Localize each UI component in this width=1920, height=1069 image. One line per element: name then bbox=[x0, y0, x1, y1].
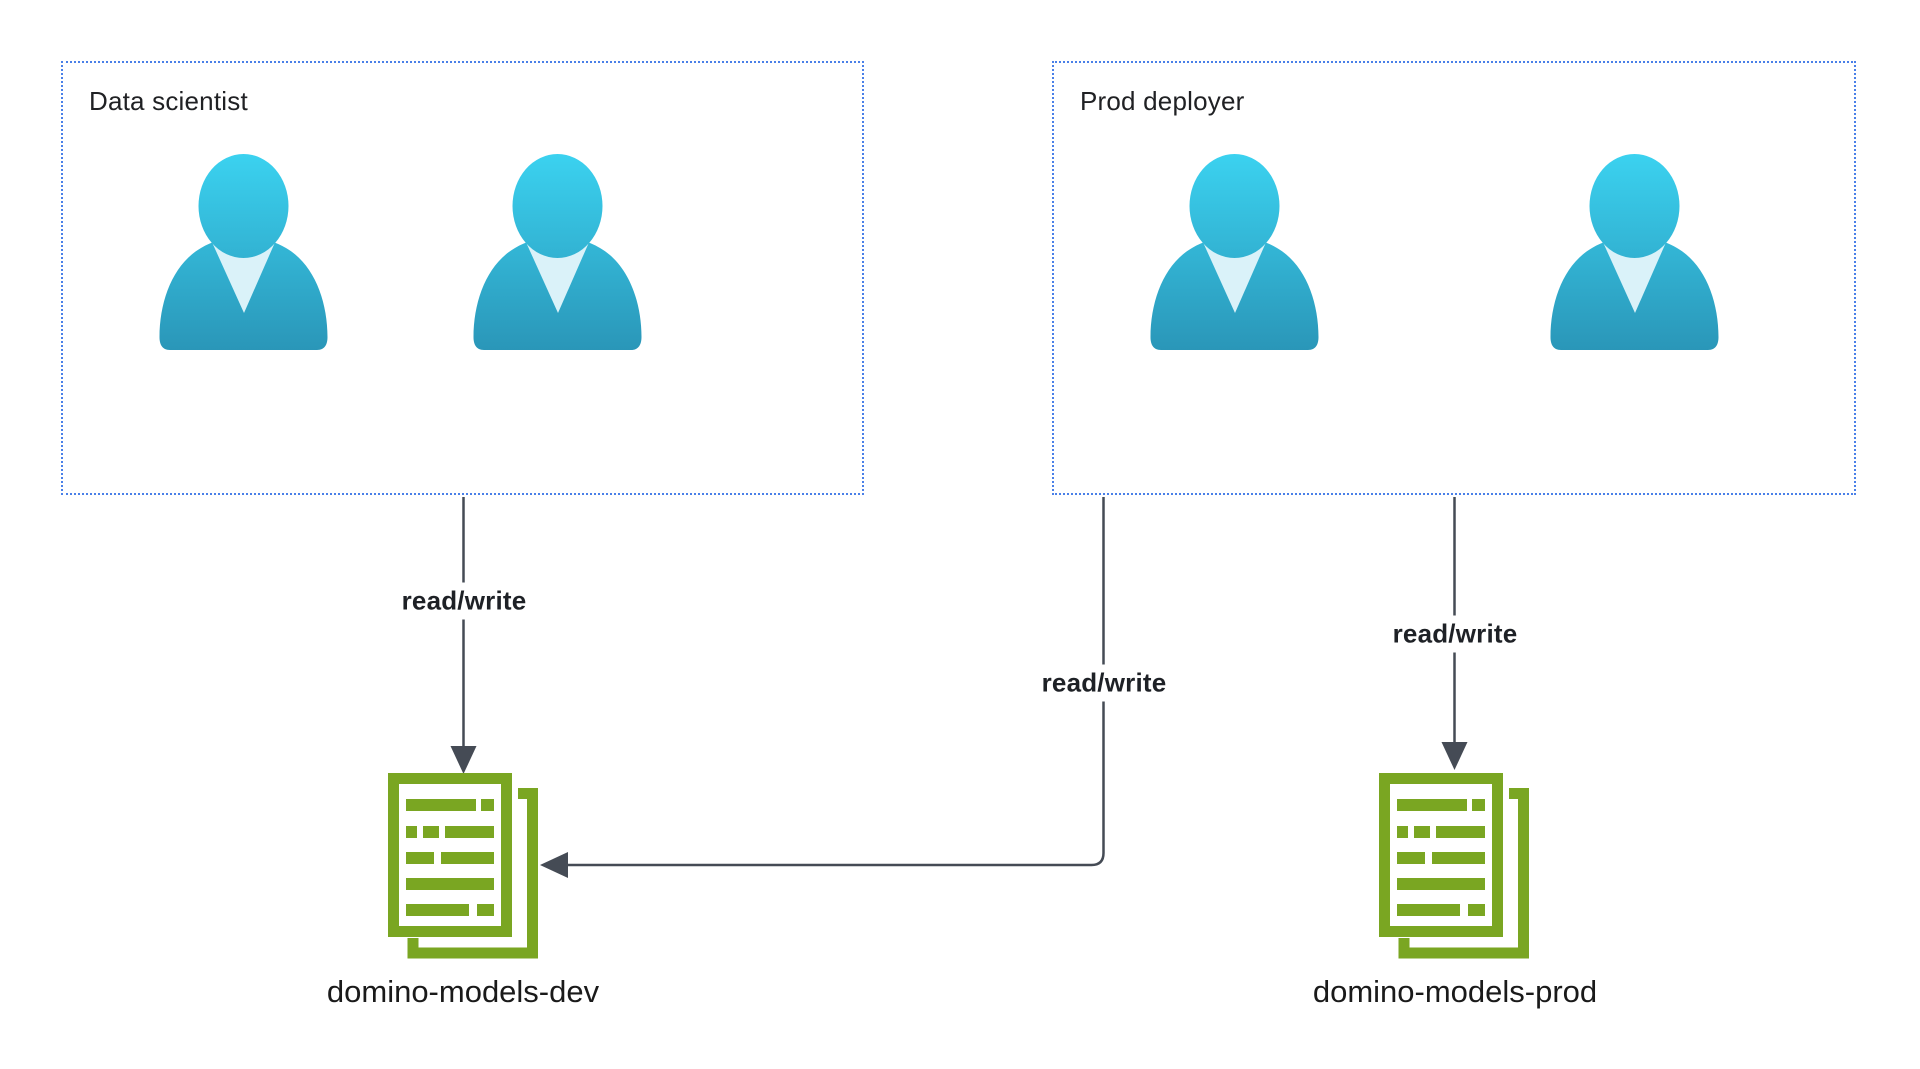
person-head bbox=[1589, 154, 1680, 258]
edge-label-read-write: read/write bbox=[394, 582, 534, 620]
person-icon bbox=[1150, 154, 1319, 350]
store-label-dev: domino-models-dev bbox=[326, 974, 600, 1009]
document-text-lines bbox=[1397, 799, 1485, 916]
group-box-prod-deployer: Prod deployer bbox=[1052, 61, 1856, 495]
document-stack-icon bbox=[1379, 773, 1529, 959]
group-label: Prod deployer bbox=[1080, 86, 1245, 116]
edge-prod-deployer-to-dev bbox=[540, 497, 1105, 878]
store-label-prod: domino-models-prod bbox=[1312, 974, 1598, 1009]
back-page bbox=[407, 788, 538, 959]
arrowhead-down bbox=[1441, 742, 1468, 770]
edge-label-read-write: read/write bbox=[1385, 615, 1525, 653]
person-chest bbox=[1602, 240, 1667, 313]
group-label: Data scientist bbox=[89, 86, 248, 116]
edge-data-scientist-to-dev bbox=[450, 497, 477, 774]
back-page bbox=[1398, 788, 1529, 959]
person-icon bbox=[1550, 154, 1719, 350]
document-stack-icon bbox=[388, 773, 538, 959]
person-chest bbox=[211, 240, 276, 313]
person-head bbox=[512, 154, 603, 258]
person-head bbox=[1189, 154, 1280, 258]
edge-label-read-write: read/write bbox=[1034, 664, 1174, 702]
group-box-data-scientist: Data scientist bbox=[61, 61, 864, 495]
person-icon bbox=[473, 154, 642, 350]
person-head bbox=[198, 154, 289, 258]
arrowhead-left bbox=[540, 852, 568, 878]
document-text-lines bbox=[406, 799, 494, 916]
arrowhead-down bbox=[450, 746, 477, 774]
person-icon bbox=[159, 154, 328, 350]
person-chest bbox=[1202, 240, 1267, 313]
person-chest bbox=[525, 240, 590, 313]
